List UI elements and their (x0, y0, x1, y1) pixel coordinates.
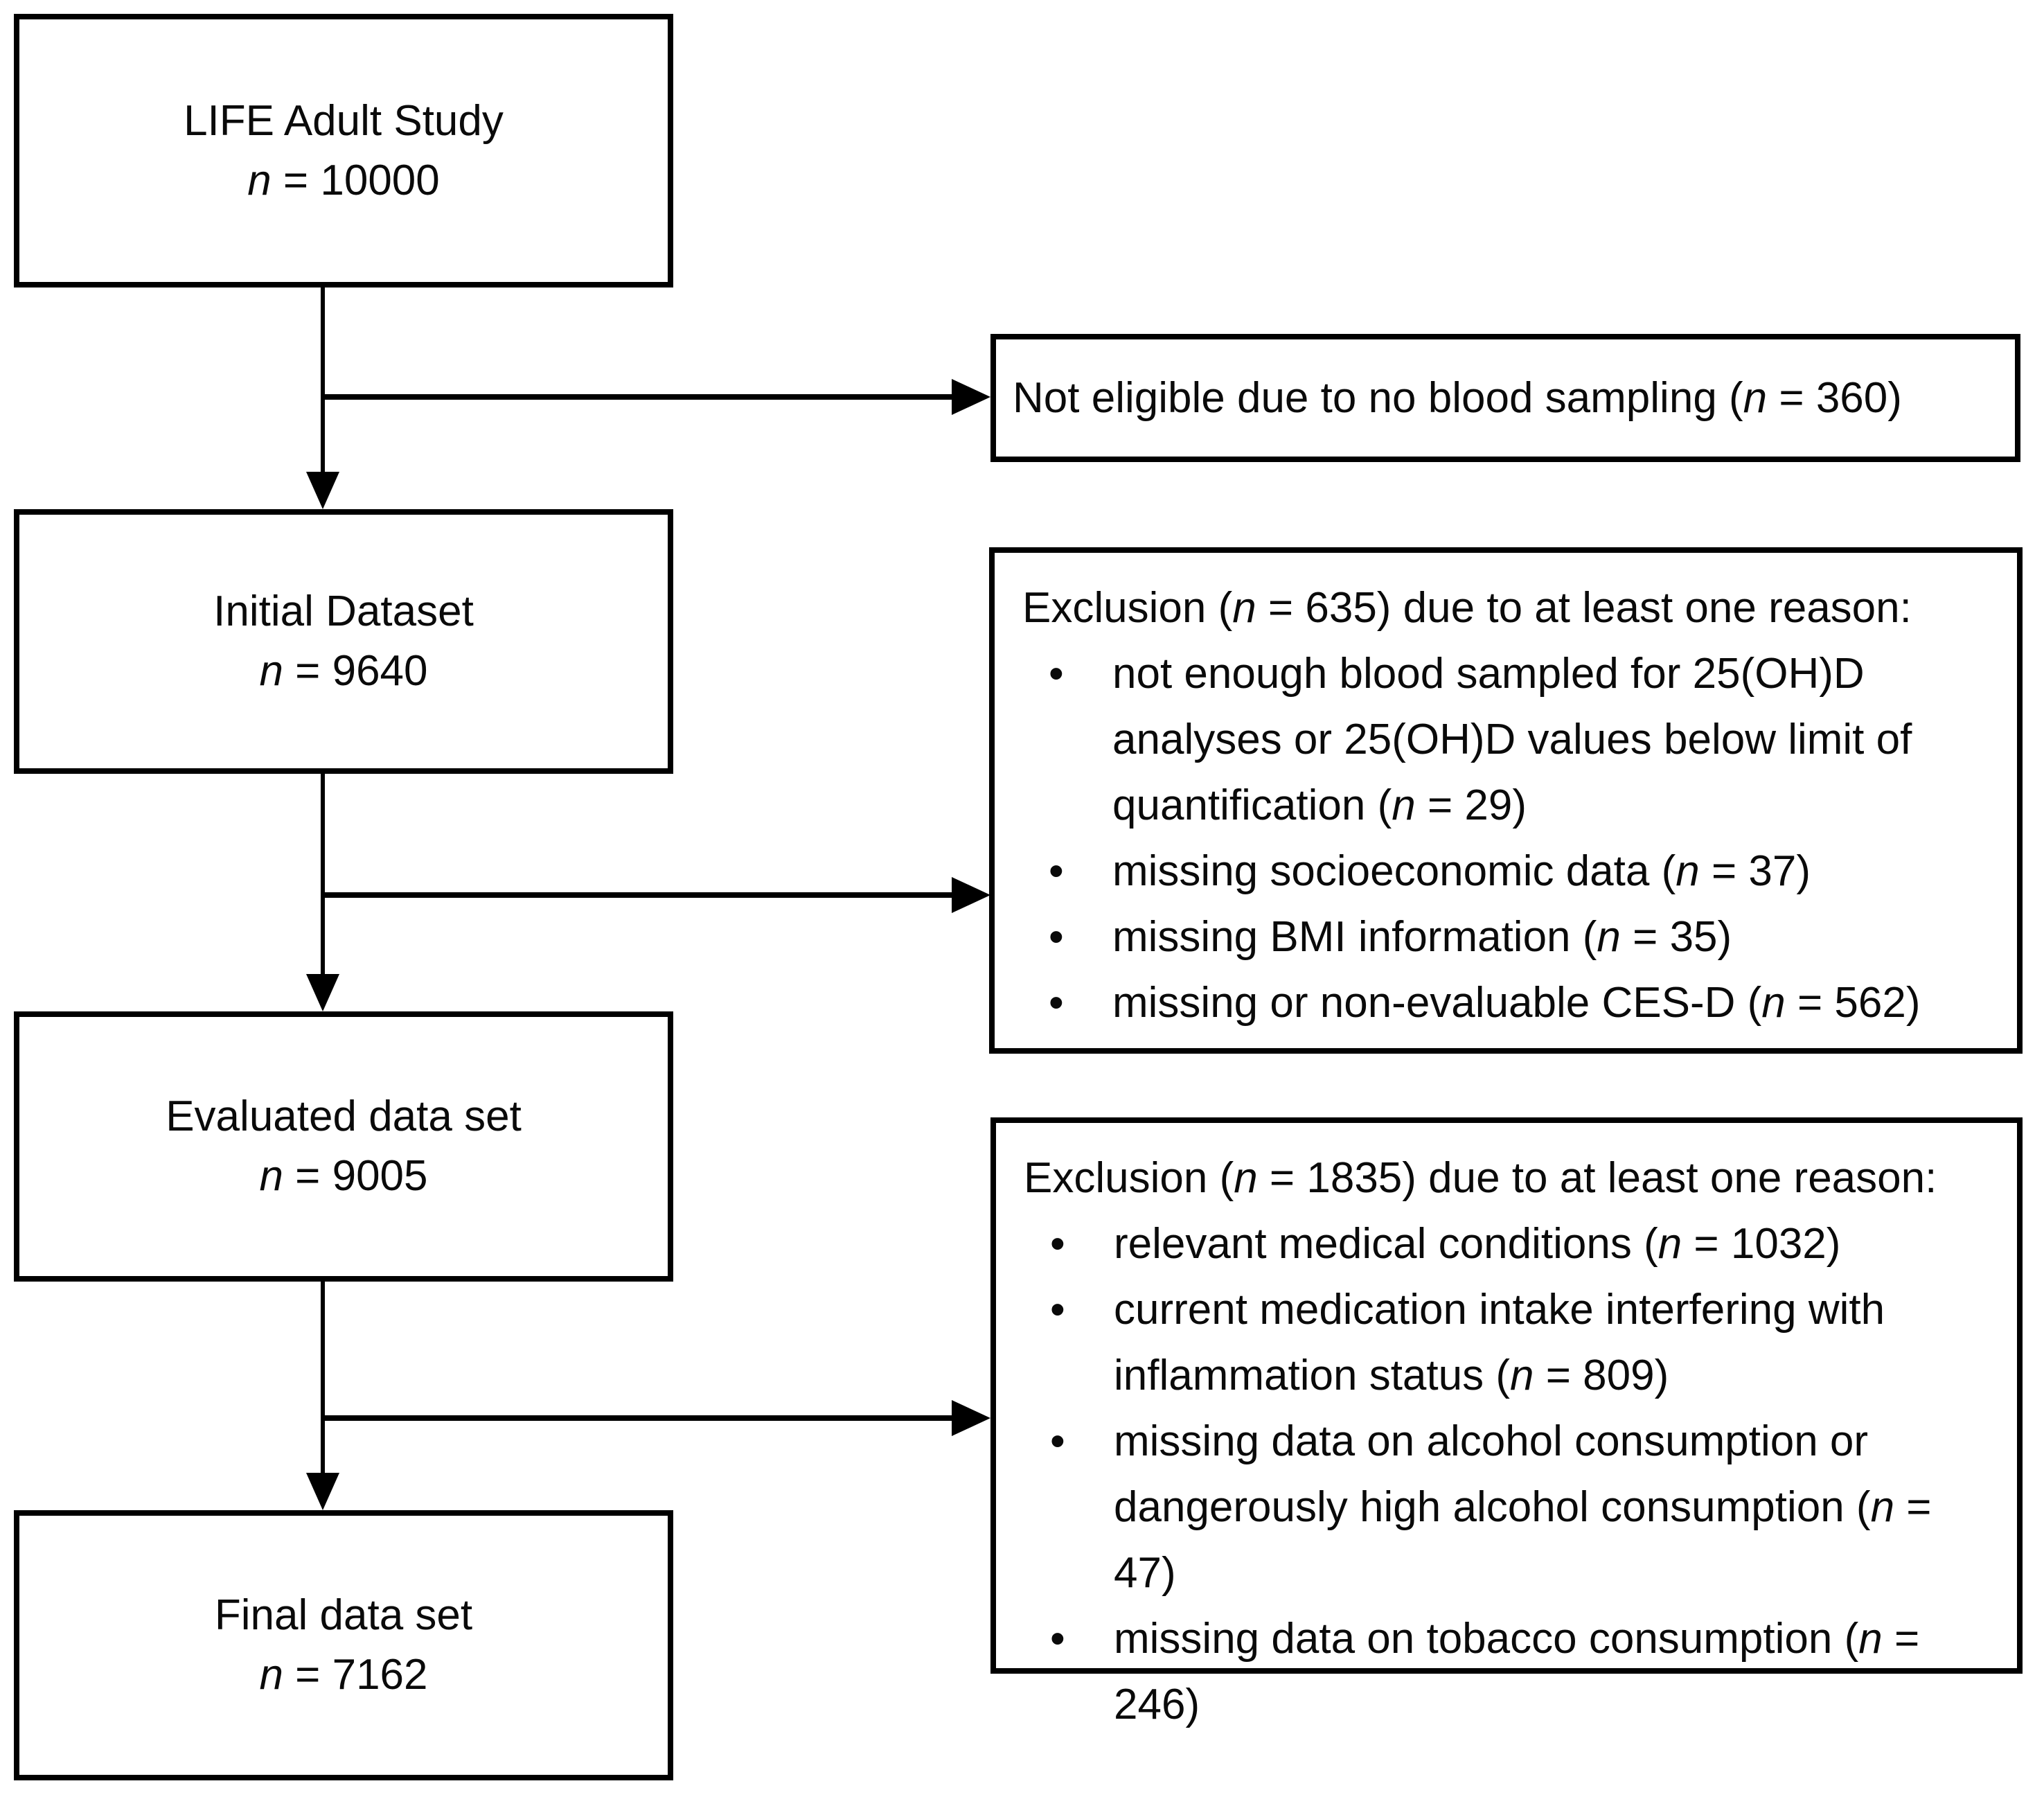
flow-box-life-adult-study: LIFE Adult Study n = 10000 (14, 14, 673, 287)
flow-box-count: n = 9640 (259, 647, 428, 695)
exclusion-reason: missing BMI information (n = 35) (1022, 904, 2005, 970)
connector-line-horizontal (323, 892, 952, 898)
arrow-right-icon (952, 379, 990, 415)
arrow-down-icon (306, 472, 339, 509)
connector-line-horizontal (323, 1415, 952, 1421)
flow-box-label: Initial Dataset (213, 587, 474, 635)
exclusion-reason: current medication intake interfering wi… (1024, 1277, 2005, 1408)
exclusion-reason-list: relevant medical conditions (n = 1032) c… (1024, 1211, 2005, 1737)
connector-line-vertical (321, 1282, 325, 1476)
side-box-exclusion-initial: Exclusion (n = 635) due to at least one … (989, 547, 2023, 1054)
exclusion-reason-list: not enough blood sampled for 25(OH)D ana… (1022, 641, 2005, 1036)
flow-box-count: n = 7162 (259, 1651, 428, 1699)
exclusion-reason: missing or non-evaluable CES-D (n = 562) (1022, 970, 2005, 1036)
connector-line-vertical (321, 287, 325, 475)
flow-box-initial-dataset: Initial Dataset n = 9640 (14, 509, 673, 774)
exclusion-reason: relevant medical conditions (n = 1032) (1024, 1211, 2005, 1277)
flow-box-count: n = 10000 (247, 156, 440, 204)
exclusion-heading: Exclusion (n = 1835) due to at least one… (1024, 1154, 1937, 1202)
connector-line-vertical (321, 774, 325, 977)
flow-box-label: Evaluated data set (166, 1092, 522, 1140)
side-box-exclusion-evaluated: Exclusion (n = 1835) due to at least one… (990, 1117, 2023, 1728)
arrow-right-icon (952, 877, 990, 913)
exclusion-heading: Exclusion (n = 635) due to at least one … (1022, 584, 1912, 632)
flow-box-label: LIFE Adult Study (184, 96, 504, 145)
exclusion-reason: missing socioeconomic data (n = 37) (1022, 838, 2005, 904)
exclusion-reason: missing data on tobacco consumption (n =… (1024, 1606, 2005, 1737)
flow-box-label: Final data set (214, 1591, 473, 1639)
arrow-down-icon (306, 1473, 339, 1510)
arrow-down-icon (306, 974, 339, 1011)
side-box-not-eligible: Not eligible due to no blood sampling (n… (990, 334, 2020, 462)
flow-box-final-data-set: Final data set n = 7162 (14, 1510, 673, 1780)
exclusion-reason: not enough blood sampled for 25(OH)D ana… (1022, 641, 2005, 838)
not-eligible-text: Not eligible due to no blood sampling (n… (1013, 374, 1902, 422)
connector-line-horizontal (323, 394, 952, 400)
flow-box-count: n = 9005 (259, 1152, 428, 1200)
arrow-right-icon (952, 1400, 990, 1436)
exclusion-reason: missing data on alcohol consumption or d… (1024, 1408, 2005, 1606)
flow-box-evaluated-data-set: Evaluated data set n = 9005 (14, 1011, 673, 1282)
